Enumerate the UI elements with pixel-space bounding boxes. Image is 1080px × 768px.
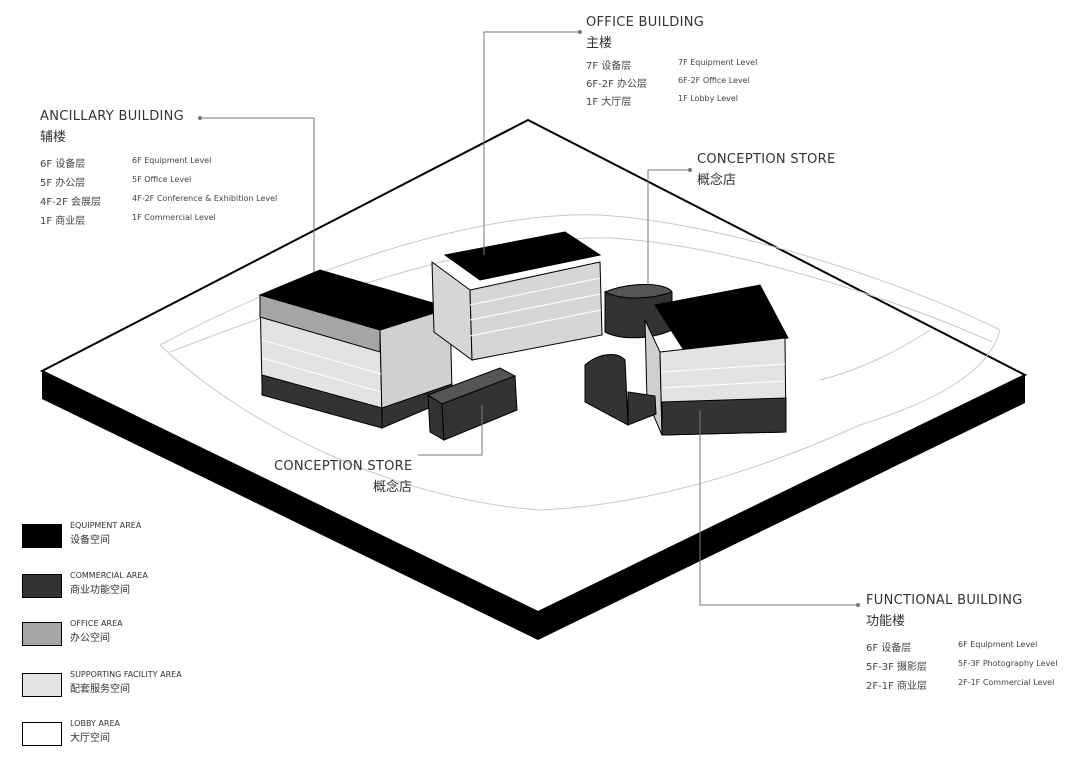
- legend-item-office: OFFICE AREA 办公空间: [22, 618, 123, 646]
- floor-en: 5F Office Level: [132, 175, 192, 184]
- functional-building-floor-list: 6F 设备层 6F Equipment Level 5F-3F 摄影层 5F-3…: [866, 639, 1057, 692]
- legend-item-commercial: COMMERCIAL AREA 商业功能空间: [22, 570, 148, 598]
- legend-label-cn: 大厅空间: [70, 732, 110, 744]
- floor-en: 6F-2F Office Level: [678, 76, 750, 85]
- conception-store-top-mass: [603, 284, 673, 339]
- floor-en: 6F Equipment Level: [132, 156, 212, 165]
- floor-en: 1F Commercial Level: [132, 213, 216, 222]
- floor-cn: 6F 设备层: [866, 643, 912, 654]
- floor-cn: 5F-3F 摄影层: [866, 662, 928, 673]
- floor-cn: 2F-1F 商业层: [866, 681, 928, 692]
- conception-store-mid-mass: [426, 367, 518, 441]
- ancillary-building-floor-list: 6F 设备层 6F Equipment Level 5F 办公层 5F Offi…: [40, 155, 277, 227]
- ancillary-building-title-cn: 辅楼: [40, 130, 67, 145]
- legend-item-supporting: SUPPORTING FACILITY AREA 配套服务空间: [22, 669, 182, 697]
- ancillary-building-label: ANCILLARY BUILDING 辅楼 6F 设备层 6F Equipmen…: [40, 109, 277, 227]
- legend-label-en: SUPPORTING FACILITY AREA: [70, 669, 182, 679]
- conception-store-mid-label: CONCEPTION STORE 概念店: [274, 459, 412, 495]
- legend-label-en: LOBBY AREA: [70, 718, 120, 728]
- floor-en: 7F Equipment Level: [678, 58, 758, 67]
- legend-item-lobby: LOBBY AREA 大厅空间: [22, 718, 120, 746]
- floor-en: 2F-1F Commercial Level: [958, 678, 1055, 687]
- legend-swatch-equipment: [22, 524, 62, 548]
- site-base: [39, 118, 1028, 640]
- legend-swatch-commercial: [22, 574, 62, 598]
- conception-store-mid-title-cn: 概念店: [372, 480, 412, 495]
- floor-cn: 4F-2F 会展层: [40, 197, 102, 208]
- legend-swatch-office: [22, 622, 62, 646]
- legend-label-cn: 设备空间: [70, 534, 110, 546]
- legend-label-cn: 配套服务空间: [70, 683, 130, 695]
- floor-cn: 1F 大厅层: [586, 97, 632, 108]
- floor-en: 5F-3F Photography Level: [958, 659, 1058, 668]
- functional-building-title-en: FUNCTIONAL BUILDING: [866, 593, 1023, 608]
- leader-lines: [200, 31, 858, 606]
- functional-building-title-cn: 功能楼: [866, 614, 906, 629]
- floor-en: 1F Lobby Level: [678, 94, 738, 103]
- legend-label-en: EQUIPMENT AREA: [70, 520, 142, 530]
- legend-label-cn: 商业功能空间: [70, 584, 130, 596]
- ancillary-building-title-en: ANCILLARY BUILDING: [40, 109, 185, 124]
- ancillary-building-mass: [258, 269, 453, 429]
- floor-cn: 6F-2F 办公层: [586, 79, 648, 90]
- office-building-mass: [431, 231, 603, 362]
- legend-item-equipment: EQUIPMENT AREA 设备空间: [22, 520, 142, 548]
- legend-label-en: COMMERCIAL AREA: [70, 570, 148, 580]
- floor-cn: 6F 设备层: [40, 159, 86, 170]
- conception-store-top-title-en: CONCEPTION STORE: [697, 152, 836, 167]
- office-building-title-en: OFFICE BUILDING: [586, 15, 705, 30]
- floor-en: 6F Equipment Level: [958, 640, 1038, 649]
- office-building-label: OFFICE BUILDING 主楼 7F 设备层 7F Equipment L…: [586, 15, 757, 108]
- floor-cn: 7F 设备层: [586, 61, 632, 72]
- office-building-floor-list: 7F 设备层 7F Equipment Level 6F-2F 办公层 6F-2…: [586, 57, 757, 108]
- legend-label-en: OFFICE AREA: [70, 618, 123, 628]
- office-building-title-cn: 主楼: [586, 36, 613, 51]
- conception-store-top-label: CONCEPTION STORE 概念店: [697, 152, 836, 188]
- conception-store-mid-title-en: CONCEPTION STORE: [274, 459, 413, 474]
- floor-cn: 1F 商业层: [40, 216, 86, 227]
- functional-building-mass: [644, 284, 789, 436]
- functional-building-label: FUNCTIONAL BUILDING 功能楼 6F 设备层 6F Equipm…: [866, 593, 1057, 692]
- leader-dots: [198, 30, 860, 607]
- floor-en: 4F-2F Conference & Exhibition Level: [132, 194, 278, 203]
- small-pavilion-mass: [584, 354, 657, 426]
- floor-cn: 5F 办公层: [40, 178, 86, 189]
- legend-swatch-supporting: [22, 673, 62, 697]
- legend-swatch-lobby: [22, 722, 62, 746]
- legend-label-cn: 办公空间: [70, 632, 110, 644]
- conception-store-top-title-cn: 概念店: [697, 173, 737, 188]
